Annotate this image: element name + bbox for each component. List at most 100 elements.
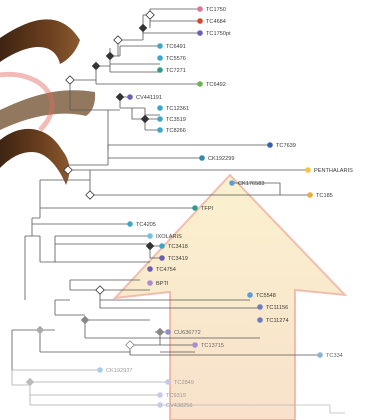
leaf-node: CV441191 [127, 94, 162, 101]
leaf-label: TC5548 [256, 293, 276, 299]
leaf-dot [197, 6, 203, 12]
leaf-node: CV438256 [157, 402, 192, 409]
leaf-node: TC12361 [157, 105, 189, 112]
leaf-dot [305, 167, 311, 173]
node-diamond [106, 52, 114, 60]
leaf-label: CV441191 [136, 95, 162, 101]
leaf-dot [157, 127, 163, 133]
node-diamond [116, 93, 124, 101]
leaf-dot [157, 55, 163, 61]
node-diamond [156, 328, 164, 336]
leaf-label: IXOLARIS [156, 234, 182, 240]
node-diamond [86, 191, 94, 199]
leaf-dot [147, 280, 153, 286]
leaf-dot [157, 43, 163, 49]
node-diamond [36, 326, 44, 334]
leaf-dot [165, 329, 171, 335]
leaf-label: TC11156 [266, 305, 288, 311]
leaf-dot [157, 116, 163, 122]
leaf-label: CV438256 [166, 403, 192, 409]
leaf-dot [199, 155, 205, 161]
leaf-label: TC2849 [174, 380, 194, 386]
leaf-node: TC8266 [157, 127, 186, 134]
node-diamond [146, 242, 154, 250]
leaf-dot [229, 180, 235, 186]
leaf-label: TC6491 [166, 44, 186, 50]
leaf-dot [157, 402, 163, 408]
leaf-label: CK176583 [238, 181, 264, 187]
leaf-label: TC7271 [166, 68, 186, 74]
node-diamond [126, 341, 134, 349]
node-diamond [114, 36, 122, 44]
node-diamond [66, 76, 74, 84]
leaf-node: TC334 [317, 352, 343, 359]
leaf-label: TC185 [316, 193, 333, 199]
leaf-node: TC6491 [157, 43, 186, 50]
node-diamond [141, 115, 149, 123]
leaf-label: TC3419 [168, 256, 188, 262]
leaf-dot [197, 18, 203, 24]
leaf-node: TC185 [307, 192, 333, 199]
leaf-dot [127, 221, 133, 227]
leaf-label: TC1750pt [206, 31, 231, 37]
leaf-label: BPTI [156, 281, 169, 287]
leaf-dot [127, 94, 133, 100]
horn-lower [0, 129, 69, 185]
leaf-node: TC7271 [157, 67, 186, 74]
leaf-node: IXOLARIS [147, 233, 182, 240]
leaf-dot [317, 352, 323, 358]
leaf-label: TC9319 [166, 393, 186, 399]
node-diamond [92, 62, 100, 70]
leaf-node: TC1750pt [197, 30, 231, 37]
leaf-label: CU636772 [174, 330, 201, 336]
leaf-label: TC1750 [206, 7, 226, 13]
leaf-dot [157, 392, 163, 398]
leaf-dot [159, 243, 165, 249]
background-arrow [115, 175, 345, 420]
leaf-node: TC5576 [157, 55, 186, 62]
leaf-dot [307, 192, 313, 198]
leaf-node: TC9319 [157, 392, 186, 399]
leaf-dot [147, 233, 153, 239]
leaf-dot [197, 30, 203, 36]
leaf-node: CK192937 [97, 367, 132, 374]
leaf-dot [165, 379, 171, 385]
leaf-node: TC3519 [157, 116, 186, 123]
leaf-label: TC5576 [166, 56, 186, 62]
leaf-node: TC4684 [197, 18, 226, 25]
leaf-label: TFPI [201, 206, 214, 212]
leaf-label: TC13715 [201, 343, 224, 349]
decorative-horns [0, 19, 95, 185]
leaf-label: TC12361 [166, 106, 189, 112]
node-diamond [146, 11, 154, 19]
leaf-dot [257, 304, 263, 310]
leaf-dot [267, 142, 273, 148]
leaf-dot [157, 67, 163, 73]
leaf-label: CK192937 [106, 368, 132, 374]
leaf-dot [192, 342, 198, 348]
leaf-label: TC7639 [276, 143, 296, 149]
leaf-dot [97, 367, 103, 373]
node-diamond [139, 24, 147, 32]
leaf-label: PENTHALARIS [314, 168, 353, 174]
leaf-label: TC4684 [206, 19, 226, 25]
leaf-dot [147, 266, 153, 272]
leaf-label: TC4754 [156, 267, 176, 273]
leaf-label: TC334 [326, 353, 343, 359]
leaf-label: CK192299 [208, 156, 234, 162]
horn-top [0, 19, 80, 64]
leaf-dot [159, 255, 165, 261]
leaf-dot [157, 105, 163, 111]
leaf-label: TC4205 [136, 222, 156, 228]
leaf-label: TC3519 [166, 117, 186, 123]
leaf-node: TC7639 [267, 142, 296, 149]
leaf-label: TC6492 [206, 82, 226, 88]
leaf-node: TC4205 [127, 221, 156, 228]
leaf-dot [247, 292, 253, 298]
leaf-dot [192, 205, 198, 211]
leaf-dot [197, 81, 203, 87]
node-diamond [96, 286, 104, 294]
leaf-node: CK192299 [199, 155, 234, 162]
